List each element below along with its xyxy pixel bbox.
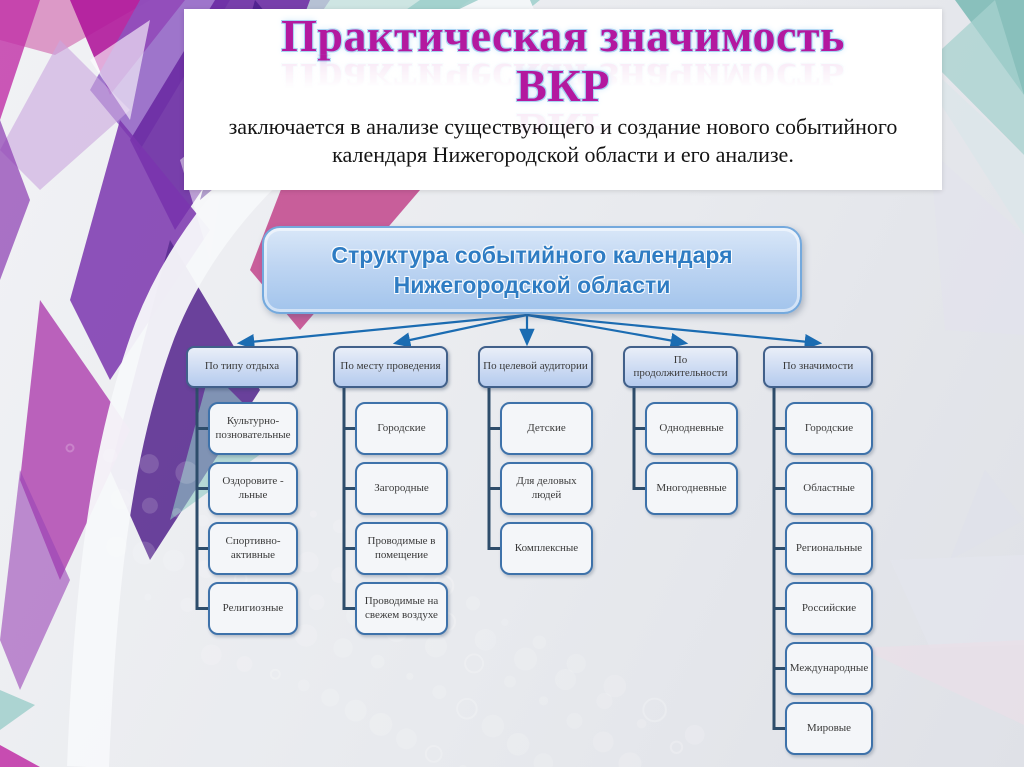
bubble-dot <box>269 668 281 680</box>
bubble-dot <box>566 654 586 674</box>
slide-title-line2: ВКР ВКР <box>184 60 942 156</box>
bubble-dot <box>636 718 647 729</box>
bubble-dot <box>106 536 127 558</box>
bubble-dot <box>533 753 554 767</box>
bubble-dot <box>172 508 182 518</box>
leaf-box-5-2: Областные <box>785 462 873 515</box>
bottom-right-triangles-art <box>860 470 1024 725</box>
bubble-dot <box>110 488 132 510</box>
leaf-box-2-2: Загородные <box>355 462 448 515</box>
leaf-box-5-4: Российские <box>785 582 873 635</box>
bubble-dot <box>642 697 667 723</box>
slide-subtitle: заключается в анализе существующего и со… <box>228 114 898 168</box>
bubble-dot <box>309 510 317 518</box>
bubble-dot <box>592 731 614 753</box>
bubble-dot <box>566 712 583 729</box>
bubble-dot <box>514 647 538 671</box>
bubble-dot <box>596 692 613 710</box>
category-box-4: По продолжительности <box>623 346 738 388</box>
category-box-3: По целевой аудитории <box>478 346 593 388</box>
bubble-dot <box>141 497 158 514</box>
bubble-dot <box>669 740 684 754</box>
bubble-dot <box>465 596 481 611</box>
title-card: Практическая значимость Практическая зна… <box>184 9 942 190</box>
bubble-dot <box>532 635 547 650</box>
bubble-dot <box>504 675 516 688</box>
bubble-dot <box>139 454 159 474</box>
bubble-dot <box>555 669 576 690</box>
category-box-1: По типу отдыха <box>186 346 298 388</box>
fan-arrow <box>392 313 528 348</box>
bubble-dot <box>196 514 209 527</box>
bubble-dot <box>396 728 417 750</box>
slide-title-line1: Практическая значимость Практическая зна… <box>184 10 942 106</box>
bubble-dot <box>424 745 443 763</box>
root-box-line2: Нижегородской области <box>393 271 671 298</box>
leaf-box-5-3: Региональные <box>785 522 873 575</box>
diagram-root-box: Структура событийного календаря Нижегоро… <box>262 226 802 314</box>
leaf-box-2-1: Городские <box>355 402 448 455</box>
bubble-dot <box>501 618 509 626</box>
leaf-box-2-4: Проводимые на свежем воздухе <box>355 582 448 635</box>
leaf-box-1-4: Религиозные <box>208 582 298 635</box>
bubble-dot <box>474 628 497 651</box>
bubble-dot <box>297 679 310 692</box>
bubble-dot <box>618 752 642 767</box>
bubble-dot <box>539 696 549 706</box>
fan-arrow <box>526 313 689 349</box>
slide-title-text-2: ВКР <box>516 60 610 111</box>
bubble-dot <box>456 697 478 720</box>
bubble-dot <box>308 594 325 611</box>
bubble-dot <box>297 551 319 573</box>
bubble-dot <box>65 443 75 453</box>
leaf-box-3-2: Для деловых людей <box>500 462 593 515</box>
leaf-box-2-3: Проводимые в помещение <box>355 522 448 575</box>
leaf-box-5-6: Мировые <box>785 702 873 755</box>
leaf-box-1-1: Культурно-позновательные <box>208 402 298 455</box>
bubble-dot <box>144 593 152 601</box>
bubble-dot <box>506 732 530 756</box>
leaf-box-4-1: Однодневные <box>645 402 738 455</box>
category-box-5: По значимости <box>763 346 873 388</box>
bubble-dot <box>175 461 198 484</box>
bubble-dot <box>425 635 447 658</box>
bubble-dot <box>132 541 156 565</box>
bubble-dot <box>180 597 195 612</box>
leaf-box-3-1: Детские <box>500 402 593 455</box>
bubble-dot <box>464 653 485 674</box>
bubble-dot <box>684 724 705 745</box>
category-box-2: По месту проведения <box>333 346 448 388</box>
bubble-dot <box>294 624 318 647</box>
bubble-dot <box>236 656 253 672</box>
bubble-dot <box>333 638 353 658</box>
root-box-line1: Структура событийного календаря <box>331 241 733 268</box>
slide-title-text-1: Практическая значимость <box>281 10 845 61</box>
bubble-dot <box>103 448 117 463</box>
bubble-dot <box>406 672 414 681</box>
bubble-dot <box>201 644 222 666</box>
fan-arrow <box>236 313 528 350</box>
bubble-dot <box>369 712 393 736</box>
leaf-box-1-2: Оздоровите - льные <box>208 462 298 515</box>
leaf-box-1-3: Спортивно-активные <box>208 522 298 575</box>
bubble-dot <box>370 654 385 669</box>
fan-arrow <box>526 313 823 350</box>
leaf-box-3-3: Комплексные <box>500 522 593 575</box>
bubble-dot <box>344 699 367 722</box>
bubble-dot <box>481 714 505 738</box>
leaf-box-5-5: Международные <box>785 642 873 695</box>
leaf-box-5-1: Городские <box>785 402 873 455</box>
bubble-dot <box>321 688 340 707</box>
bubble-dot <box>432 685 447 700</box>
bubble-dot <box>603 674 627 698</box>
leaf-box-4-2: Многодневные <box>645 462 738 515</box>
bubble-dot <box>162 549 185 572</box>
